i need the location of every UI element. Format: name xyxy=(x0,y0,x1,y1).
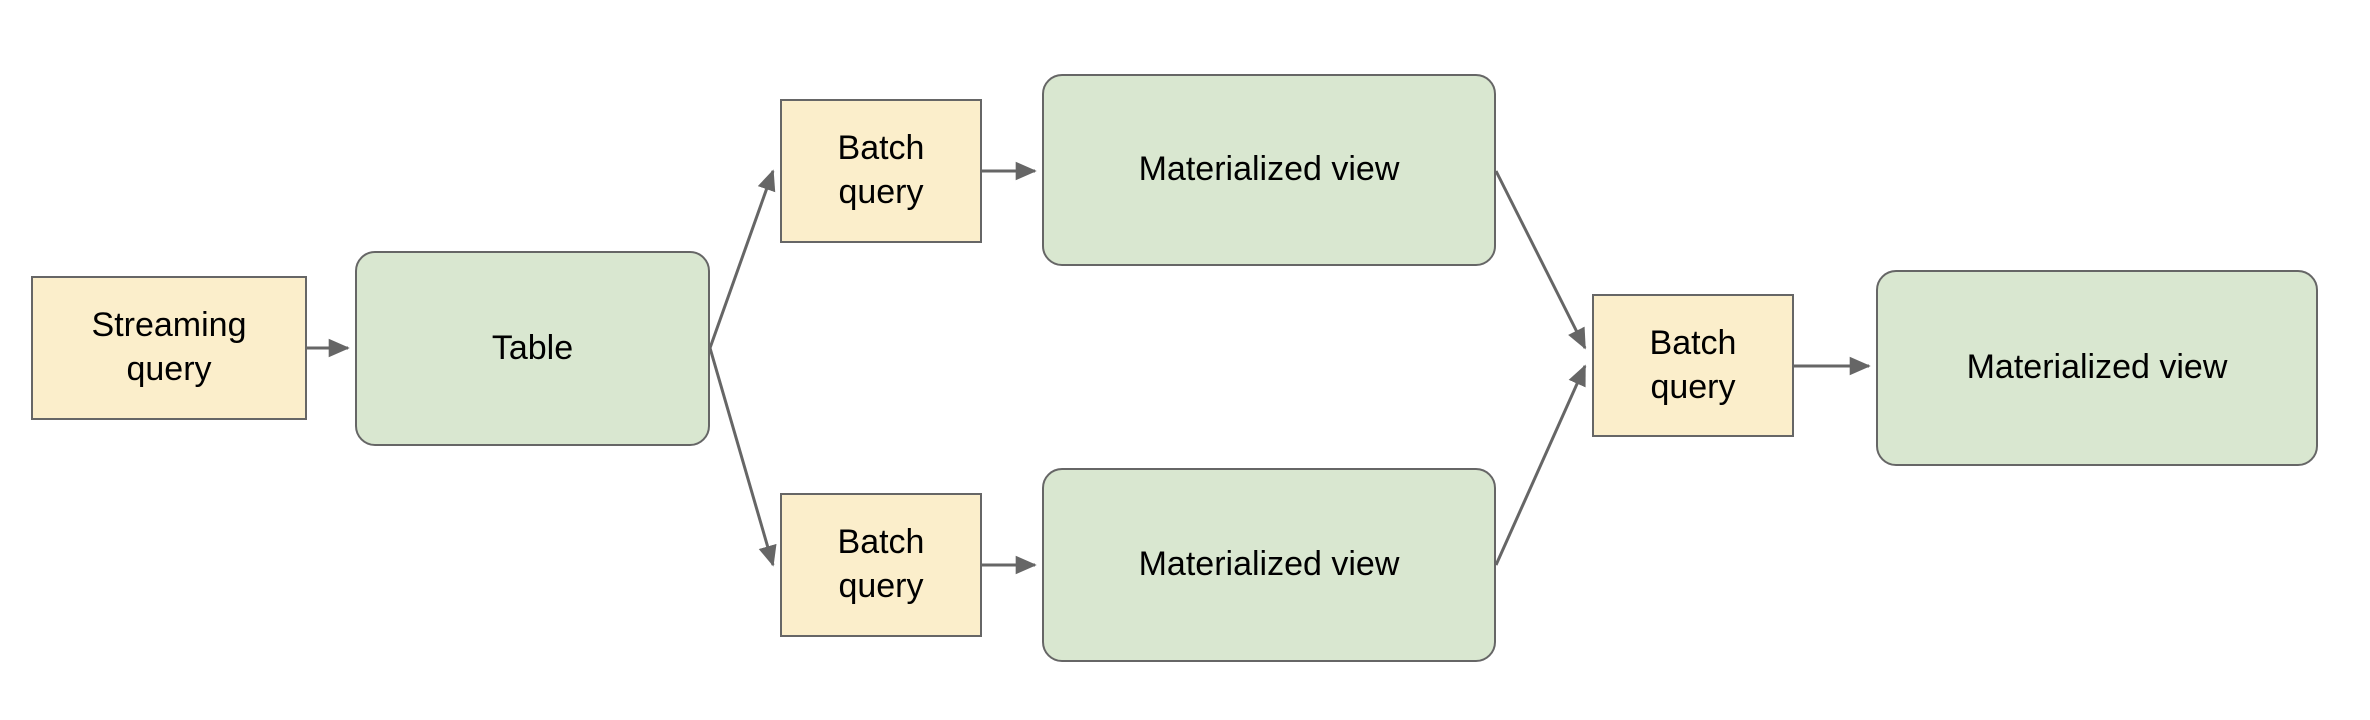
node-batch-query-bottom[interactable]: Batch query xyxy=(780,493,982,637)
node-label-table: Table xyxy=(491,328,574,367)
node-label-batch-query-bottom: Batch query xyxy=(837,523,925,605)
edge-materialized-view-top-to-batch-query-join xyxy=(1494,170,1587,350)
node-batch-query-top[interactable]: Batch query xyxy=(780,99,982,243)
node-materialized-view-bottom[interactable]: Materialized view xyxy=(1042,468,1496,662)
node-label-materialized-view-top: Materialized view xyxy=(1138,150,1400,189)
edge-materialized-view-bottom-to-batch-query-join xyxy=(1494,364,1587,566)
edge-table-to-batch-query-bottom xyxy=(708,347,777,567)
node-batch-query-join[interactable]: Batch query xyxy=(1592,294,1794,437)
node-label-materialized-view-bottom: Materialized view xyxy=(1138,545,1400,584)
edge-table-to-batch-query-top xyxy=(708,169,776,349)
node-streaming-query[interactable]: Streaming query xyxy=(31,276,307,420)
node-label-batch-query-top: Batch query xyxy=(837,129,925,211)
node-label-batch-query-join: Batch query xyxy=(1649,323,1737,406)
node-materialized-view-final[interactable]: Materialized view xyxy=(1876,270,2318,466)
node-materialized-view-top[interactable]: Materialized view xyxy=(1042,74,1496,266)
node-label-materialized-view-final: Materialized view xyxy=(1966,348,2228,387)
node-table[interactable]: Table xyxy=(355,251,710,446)
node-label-streaming-query: Streaming query xyxy=(91,306,247,388)
